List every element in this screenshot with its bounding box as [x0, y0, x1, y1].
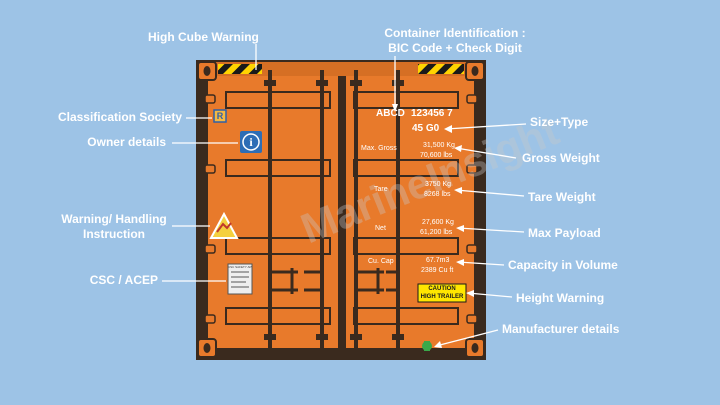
callout-max-payload: Max Payload [528, 226, 601, 240]
door-center-seam [338, 76, 346, 348]
gross-lbs-value: 70,600 lbs [420, 152, 453, 159]
csc-plate-icon [227, 263, 253, 295]
container-top-rail [208, 62, 474, 76]
callout-tare-weight: Tare Weight [528, 190, 596, 204]
callout-csc-acep: CSC / ACEP [89, 273, 158, 287]
size-type-marking: 45 G0 [412, 123, 440, 134]
caution-line1: CAUTION [428, 286, 456, 292]
net-kg-value: 27,600 Kg [422, 219, 454, 226]
net-label: Net [375, 225, 386, 232]
warning-triangle-icon [209, 211, 239, 239]
callout-warning-line2: Instruction [83, 227, 145, 241]
left-door-corrugations [225, 91, 331, 325]
high-cube-hazard-stripe-right [418, 64, 464, 74]
corner-castings [197, 61, 485, 358]
tare-kg-value: 3750 Kg [425, 181, 452, 188]
cubic-capacity-label: Cu. Cap [368, 258, 394, 265]
callout-container-id-line2: BIC Code + Check Digit [388, 41, 522, 55]
callout-capacity-volume: Capacity in Volume [508, 258, 618, 272]
owner-info-symbol: i [249, 135, 253, 149]
callout-size-type: Size+Type [530, 115, 589, 129]
gross-label: Max. Gross [361, 145, 397, 152]
csc-plate-title: CSC SAFETY APPROVAL [228, 265, 252, 269]
callout-owner-details: Owner details [87, 135, 166, 149]
callout-warning-handling: Warning/ Handling Instruction [58, 212, 170, 242]
classification-society-symbol: R [216, 111, 224, 121]
gross-kg-value: 31,500 Kg [423, 142, 455, 149]
rod-brackets [264, 80, 404, 340]
callout-warning-line1: Warning/ Handling [61, 212, 167, 226]
manufacturer-mark-icon [422, 341, 432, 351]
locking-rods [268, 70, 400, 350]
callout-container-identification: Container Identification : BIC Code + Ch… [375, 26, 535, 56]
caution-sticker-text: CAUTION HIGH TRAILER [418, 285, 466, 301]
owner-code-marking: ABCD [376, 108, 405, 119]
callout-container-id-line1: Container Identification : [384, 26, 526, 40]
caution-line2: HIGH TRAILER [420, 294, 464, 300]
tare-lbs-value: 8268 lbs [424, 191, 451, 198]
callout-classification-society: Classification Society [57, 110, 182, 124]
callout-height-warning: Height Warning [516, 291, 605, 305]
classification-society-icon [213, 109, 227, 123]
capacity-cuft-value: 2389 Cu ft [421, 267, 454, 274]
capacity-m3-value: 67.7m3 [426, 257, 450, 264]
callout-gross-weight: Gross Weight [522, 151, 600, 165]
serial-number-marking: 123456 7 [411, 108, 453, 119]
net-lbs-value: 61,200 lbs [420, 229, 453, 236]
callout-high-cube-warning: High Cube Warning [148, 30, 259, 44]
leader-lines [162, 44, 527, 347]
high-cube-hazard-stripe-left [218, 64, 262, 74]
tare-label: Tare [374, 186, 388, 193]
callout-manufacturer-details: Manufacturer details [502, 322, 620, 336]
door-hinges [204, 94, 478, 324]
leader-arrowheads [392, 104, 474, 348]
locking-handles [270, 268, 398, 294]
